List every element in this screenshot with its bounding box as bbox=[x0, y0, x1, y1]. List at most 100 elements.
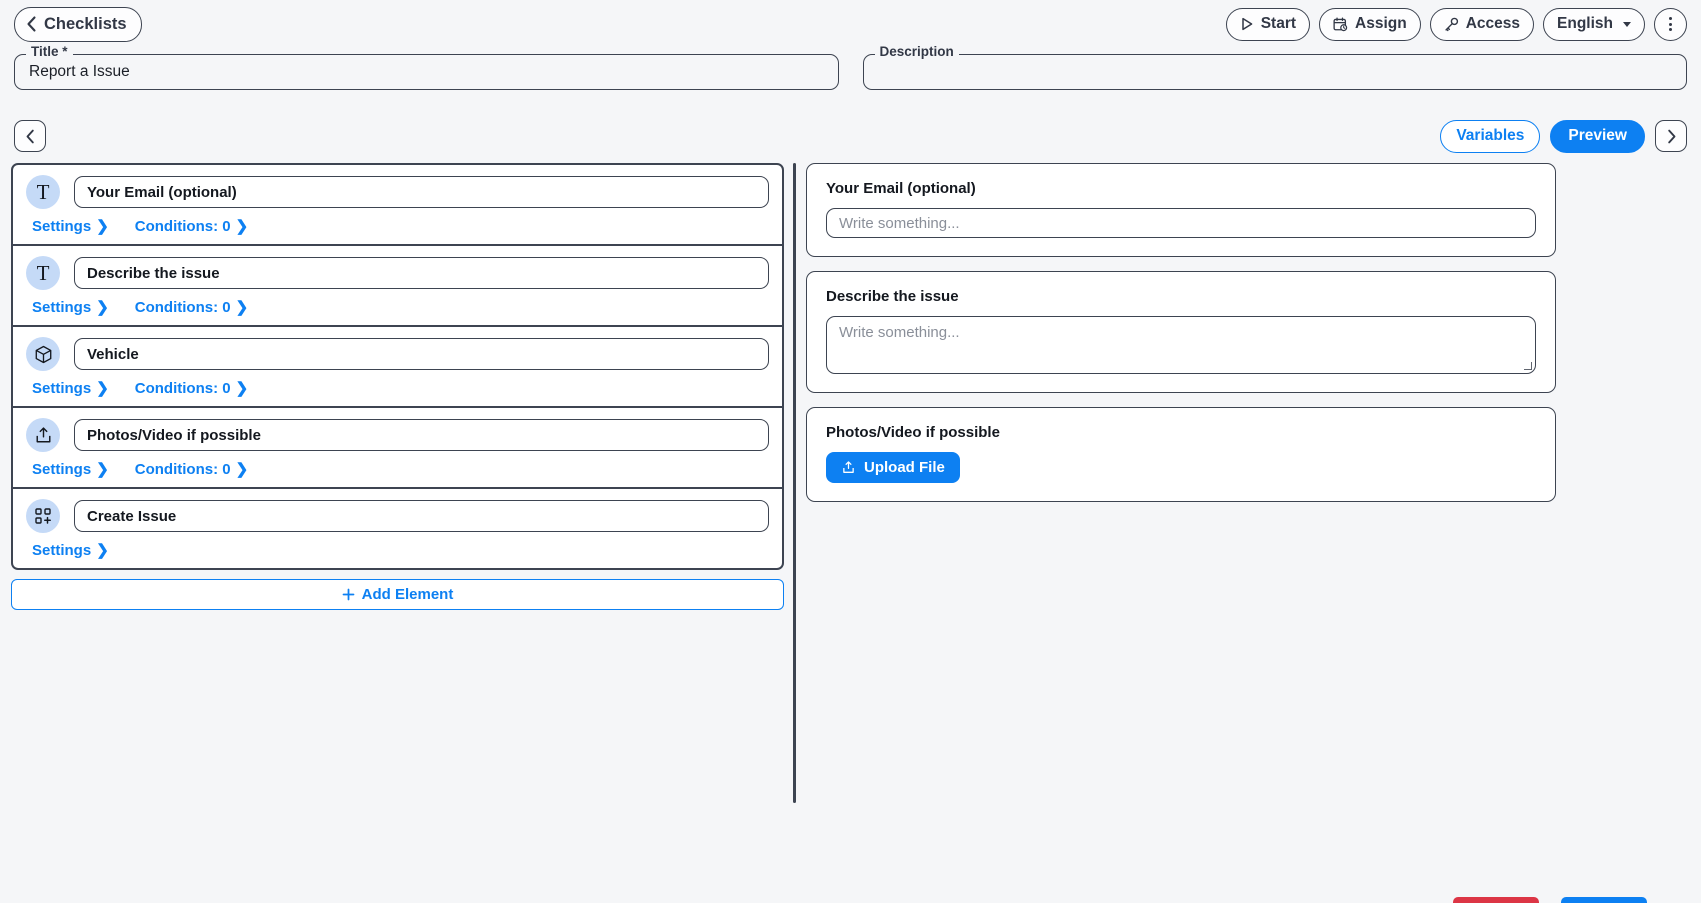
preview-card-upload: Photos/Video if possible Upload File bbox=[806, 407, 1556, 502]
settings-link-label: Settings bbox=[32, 299, 92, 316]
settings-link[interactable]: Settings ❯ bbox=[32, 218, 109, 235]
conditions-link[interactable]: Conditions: 0 ❯ bbox=[135, 380, 248, 397]
settings-link-label: Settings bbox=[32, 218, 92, 235]
variables-button[interactable]: Variables bbox=[1440, 119, 1541, 153]
play-icon bbox=[1240, 17, 1254, 31]
conditions-link-label: Conditions: 0 bbox=[134, 380, 231, 397]
chevron-right-icon: ❯ bbox=[235, 218, 249, 235]
chevron-right-icon bbox=[1666, 129, 1677, 144]
preview-card-email: Your Email (optional) Write something... bbox=[806, 163, 1556, 257]
start-button[interactable]: Start bbox=[1225, 7, 1311, 41]
element-row: T Your Email (optional) Settings ❯ Condi… bbox=[13, 165, 782, 246]
delete-button-partial[interactable] bbox=[1453, 897, 1539, 903]
title-field-wrapper[interactable]: Title * bbox=[14, 45, 839, 90]
settings-link[interactable]: Settings ❯ bbox=[32, 542, 109, 559]
panel-divider bbox=[793, 163, 796, 803]
chevron-down-icon bbox=[1623, 21, 1631, 27]
title-field-legend: Title * bbox=[26, 45, 73, 59]
conditions-link[interactable]: Conditions: 0 ❯ bbox=[135, 218, 248, 235]
more-vertical-icon bbox=[1669, 16, 1672, 33]
more-options-button[interactable] bbox=[1654, 7, 1687, 41]
chevron-right-icon: ❯ bbox=[235, 461, 249, 478]
bottom-action-bar bbox=[0, 895, 1701, 903]
chevron-right-icon: ❯ bbox=[235, 299, 249, 316]
element-links: Settings ❯ bbox=[32, 542, 769, 559]
element-header: Photos/Video if possible bbox=[26, 418, 769, 452]
element-header: T Describe the issue bbox=[26, 256, 769, 290]
language-selector-label: English bbox=[1557, 15, 1613, 32]
access-button[interactable]: Access bbox=[1429, 7, 1535, 41]
preview-field-label: Describe the issue bbox=[826, 288, 959, 305]
chevron-right-icon: ❯ bbox=[96, 461, 109, 478]
element-label-text: Your Email (optional) bbox=[87, 183, 237, 201]
preview-card-describe: Describe the issue Write something... bbox=[806, 271, 1556, 393]
upload-icon bbox=[841, 460, 856, 475]
chevron-right-icon: ❯ bbox=[96, 542, 109, 559]
text-field-icon: T bbox=[26, 256, 60, 290]
preview-describe-textarea[interactable]: Write something... bbox=[826, 316, 1536, 374]
preview-button[interactable]: Preview bbox=[1550, 119, 1645, 153]
description-input[interactable] bbox=[875, 62, 1674, 82]
element-label-text: Vehicle bbox=[87, 345, 139, 363]
element-label-text: Photos/Video if possible bbox=[87, 426, 261, 444]
text-field-glyph: T bbox=[36, 260, 50, 285]
meta-fields-row: Title * Description bbox=[0, 45, 1701, 90]
settings-link-label: Settings bbox=[32, 461, 92, 478]
preview-panel: Your Email (optional) Write something...… bbox=[806, 163, 1556, 516]
element-row: Vehicle Settings ❯ Conditions: 0 ❯ bbox=[13, 327, 782, 408]
add-element-button[interactable]: Add Element bbox=[11, 579, 784, 610]
upload-icon bbox=[26, 418, 60, 452]
settings-link[interactable]: Settings ❯ bbox=[32, 299, 109, 316]
conditions-link-label: Conditions: 0 bbox=[134, 218, 231, 235]
chevron-right-icon: ❯ bbox=[96, 218, 109, 235]
settings-link[interactable]: Settings ❯ bbox=[32, 461, 109, 478]
access-button-label: Access bbox=[1465, 15, 1521, 32]
element-links: Settings ❯ Conditions: 0 ❯ bbox=[32, 299, 769, 316]
element-row: T Describe the issue Settings ❯ Conditio… bbox=[13, 246, 782, 327]
element-label-input[interactable]: Your Email (optional) bbox=[74, 176, 769, 208]
conditions-link[interactable]: Conditions: 0 ❯ bbox=[135, 299, 248, 316]
preview-field-label: Your Email (optional) bbox=[826, 180, 976, 197]
element-label-text: Create Issue bbox=[87, 507, 177, 525]
title-input[interactable] bbox=[27, 62, 826, 82]
conditions-link-label: Conditions: 0 bbox=[134, 461, 231, 478]
element-label-text: Describe the issue bbox=[87, 264, 220, 282]
element-list: T Your Email (optional) Settings ❯ Condi… bbox=[11, 163, 784, 570]
chevron-right-icon: ❯ bbox=[96, 299, 109, 316]
text-field-icon: T bbox=[26, 175, 60, 209]
element-links: Settings ❯ Conditions: 0 ❯ bbox=[32, 380, 769, 397]
plus-icon bbox=[342, 588, 355, 601]
add-element-label: Add Element bbox=[361, 586, 454, 603]
element-label-input[interactable]: Describe the issue bbox=[74, 257, 769, 289]
element-links: Settings ❯ Conditions: 0 ❯ bbox=[32, 218, 769, 235]
settings-link[interactable]: Settings ❯ bbox=[32, 380, 109, 397]
element-label-input[interactable]: Photos/Video if possible bbox=[74, 419, 769, 451]
editor-nav-row: Variables Preview bbox=[0, 118, 1701, 154]
description-field-wrapper[interactable]: Description bbox=[862, 45, 1687, 90]
back-to-checklists-button[interactable]: Checklists bbox=[14, 6, 142, 42]
assign-button[interactable]: Assign bbox=[1319, 7, 1421, 41]
top-toolbar-actions: Start Assign bbox=[1225, 7, 1687, 41]
grid-plus-icon bbox=[26, 499, 60, 533]
start-button-label: Start bbox=[1260, 15, 1297, 32]
text-field-glyph: T bbox=[36, 179, 50, 204]
back-button-label: Checklists bbox=[44, 14, 127, 33]
language-selector[interactable]: English bbox=[1543, 7, 1645, 41]
calendar-clock-icon bbox=[1333, 16, 1348, 32]
upload-file-label: Upload File bbox=[864, 459, 945, 476]
next-page-button[interactable] bbox=[1655, 120, 1687, 152]
element-header: Vehicle bbox=[26, 337, 769, 371]
save-button-partial[interactable] bbox=[1561, 897, 1647, 903]
element-row: Photos/Video if possible Settings ❯ Cond… bbox=[13, 408, 782, 489]
element-header: T Your Email (optional) bbox=[26, 175, 769, 209]
element-label-input[interactable]: Vehicle bbox=[74, 338, 769, 370]
upload-file-button[interactable]: Upload File bbox=[826, 452, 960, 483]
preview-email-input[interactable]: Write something... bbox=[826, 208, 1536, 238]
conditions-link[interactable]: Conditions: 0 ❯ bbox=[135, 461, 248, 478]
description-field-legend: Description bbox=[874, 45, 959, 59]
element-label-input[interactable]: Create Issue bbox=[74, 500, 769, 532]
chevron-left-icon bbox=[25, 129, 36, 144]
previous-page-button[interactable] bbox=[14, 120, 46, 152]
conditions-link-label: Conditions: 0 bbox=[134, 299, 231, 316]
